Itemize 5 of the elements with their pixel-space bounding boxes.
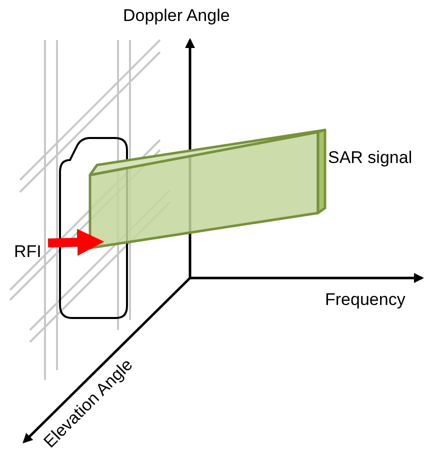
arrow: [48, 228, 104, 256]
axis-label: Doppler Angle: [123, 6, 230, 26]
node-label: RFI: [14, 242, 42, 262]
signal-label: SAR signal: [328, 148, 412, 168]
axis-label: Frequency: [325, 290, 406, 310]
